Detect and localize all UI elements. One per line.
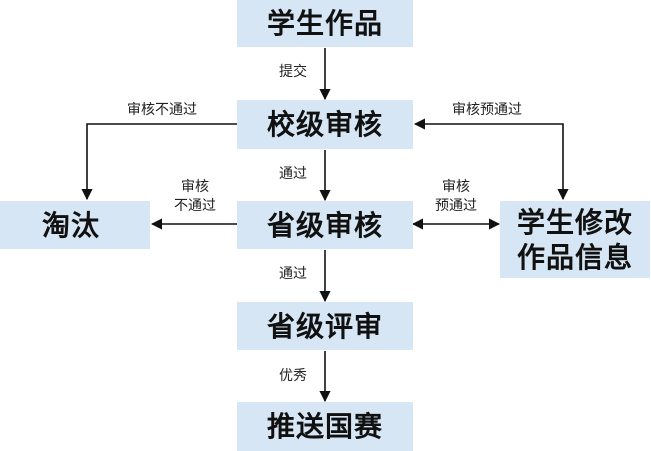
node-revise-label-line1: 学生修改: [516, 205, 633, 239]
edge-label-school-reject: 审核不通过: [127, 102, 197, 118]
node-province-review-label: 省级审核: [266, 208, 383, 242]
node-province-judging-label: 省级评审: [266, 309, 383, 343]
node-revise: 学生修改 作品信息: [500, 201, 650, 278]
arrow-school-reject: [81, 123, 237, 201]
node-school-review-label: 校级审核: [266, 108, 383, 141]
edge-label-school-prepass: 审核预通过: [452, 102, 522, 118]
node-province-judging: 省级评审: [237, 302, 413, 350]
node-student-work: 学生作品: [237, 0, 413, 47]
edge-label-province-pass: 通过: [279, 266, 307, 282]
edge-label-excellent: 优秀: [279, 368, 307, 384]
node-eliminated-label: 淘汰: [42, 208, 101, 242]
node-national: 推送国赛: [237, 402, 413, 451]
node-revise-label-line2: 作品信息: [516, 240, 633, 274]
edge-label-province-prepass-line1: 审核: [442, 179, 470, 195]
node-eliminated: 淘汰: [0, 201, 150, 249]
edge-label-province-reject: 审核 不通过: [160, 178, 230, 216]
node-school-review: 校级审核: [237, 100, 413, 149]
node-national-label: 推送国赛: [266, 410, 383, 443]
arrow-school-prepass: [413, 118, 569, 201]
edge-label-province-reject-line1: 审核: [181, 179, 209, 195]
node-province-review: 省级审核: [237, 201, 413, 249]
node-student-work-label: 学生作品: [266, 7, 383, 40]
edge-label-province-reject-line2: 不通过: [174, 197, 216, 214]
edge-label-province-prepass-line2: 预通过: [435, 197, 477, 214]
edge-label-submit: 提交: [279, 64, 307, 80]
edge-label-school-pass: 通过: [279, 166, 307, 182]
edge-label-province-prepass: 审核 预通过: [421, 178, 491, 216]
